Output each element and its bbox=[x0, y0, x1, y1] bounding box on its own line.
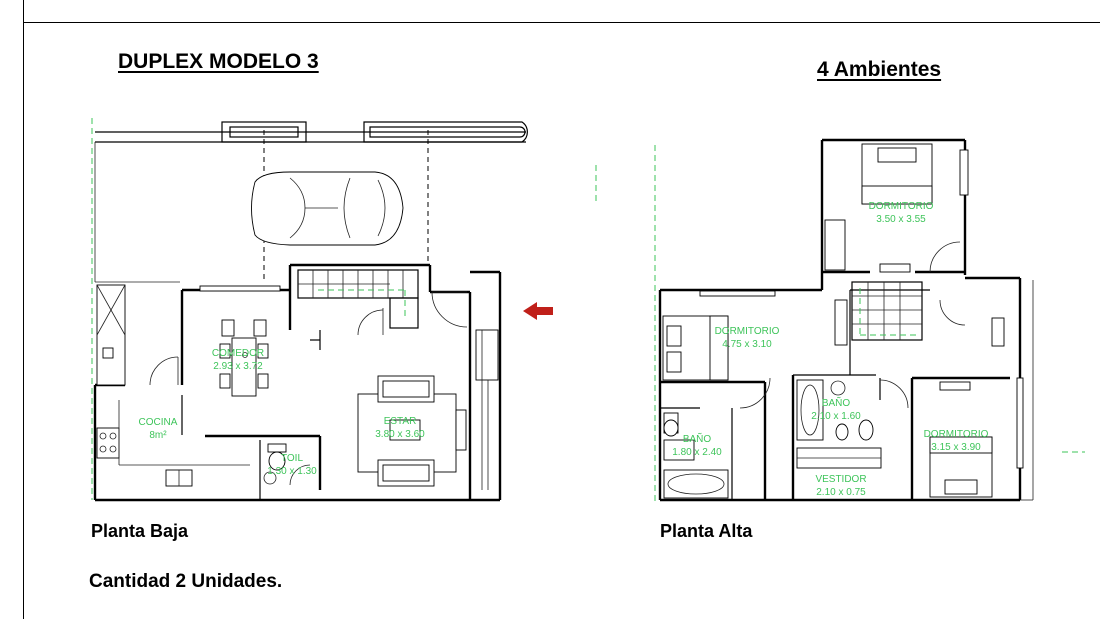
caption-planta-baja: Planta Baja bbox=[91, 521, 189, 541]
vestidor-label: VESTIDOR bbox=[815, 474, 866, 485]
radiator-dorm1 bbox=[879, 263, 911, 273]
toil-size: 1.30 x 1.30 bbox=[267, 466, 317, 477]
planta-alta-labels: DORMITORIO 3.50 x 3.55 DORMITORIO 4.75 x… bbox=[672, 201, 988, 498]
bano1-label: BAÑO bbox=[822, 396, 851, 409]
bano1-size: 2.10 x 1.60 bbox=[811, 411, 861, 422]
dining-table bbox=[219, 319, 269, 397]
kitchen-furniture bbox=[96, 284, 250, 487]
page-title: DUPLEX MODELO 3 bbox=[118, 50, 319, 73]
toil-label: TOIL bbox=[281, 453, 303, 464]
driveway bbox=[94, 121, 528, 283]
living-furniture bbox=[357, 375, 467, 487]
bano2-label: BAÑO bbox=[683, 432, 712, 445]
vestidor-size: 2.10 x 0.75 bbox=[816, 487, 866, 498]
comedor-size: 2.93 x 3.72 bbox=[213, 361, 263, 372]
planta-baja-labels: COMEDOR 2.93 x 3.72 COCINA 8m² ESTAR 3.8… bbox=[139, 348, 426, 477]
planta-baja-plan bbox=[91, 118, 597, 502]
wardrobe-dorm1 bbox=[824, 219, 846, 271]
comedor-label: COMEDOR bbox=[212, 348, 264, 359]
planta-alta-walls bbox=[658, 138, 1034, 502]
dorm3-label: DORMITORIO bbox=[924, 429, 989, 440]
planta-alta-stairs bbox=[851, 281, 923, 341]
page-subtitle: 4 Ambientes bbox=[817, 58, 942, 81]
bed-dorm1-icon bbox=[861, 143, 933, 205]
cocina-size: 8m² bbox=[149, 430, 167, 441]
dorm1-size: 3.50 x 3.55 bbox=[876, 214, 926, 225]
caption-cantidad: Cantidad 2 Unidades. bbox=[89, 571, 283, 592]
bathroom-fixtures bbox=[663, 379, 874, 499]
vestidor-rail bbox=[796, 447, 882, 469]
planta-alta-doors bbox=[739, 241, 966, 409]
planta-alta-plan bbox=[654, 138, 1085, 505]
entry-arrow-icon bbox=[523, 302, 553, 320]
planta-baja-stairs bbox=[297, 269, 419, 329]
bed-dorm3-icon bbox=[929, 436, 993, 498]
bed-dorm2-icon bbox=[662, 315, 729, 381]
estar-size: 3.80 x 3.60 bbox=[375, 429, 425, 440]
dorm3-size: 3.15 x 3.90 bbox=[931, 442, 981, 453]
planta-baja-doors bbox=[149, 291, 468, 486]
window-dorm1 bbox=[959, 149, 969, 196]
cocina-label: COCINA bbox=[139, 417, 178, 428]
caption-planta-alta: Planta Alta bbox=[660, 521, 753, 541]
closet-dorm2 bbox=[834, 299, 848, 346]
bano2-size: 1.80 x 2.40 bbox=[672, 447, 722, 458]
frame-top-line bbox=[23, 22, 1100, 23]
dorm1-label: DORMITORIO bbox=[869, 201, 934, 212]
car-icon bbox=[251, 171, 404, 246]
desk-hall bbox=[991, 317, 1005, 347]
toilet-fixtures bbox=[263, 443, 287, 485]
dorm2-label: DORMITORIO bbox=[715, 326, 780, 337]
estar-label: ESTAR bbox=[384, 416, 417, 427]
dorm2-size: 4.75 x 3.10 bbox=[722, 339, 772, 350]
radiator-dorm3 bbox=[939, 381, 971, 391]
frame-left-line bbox=[23, 0, 24, 619]
